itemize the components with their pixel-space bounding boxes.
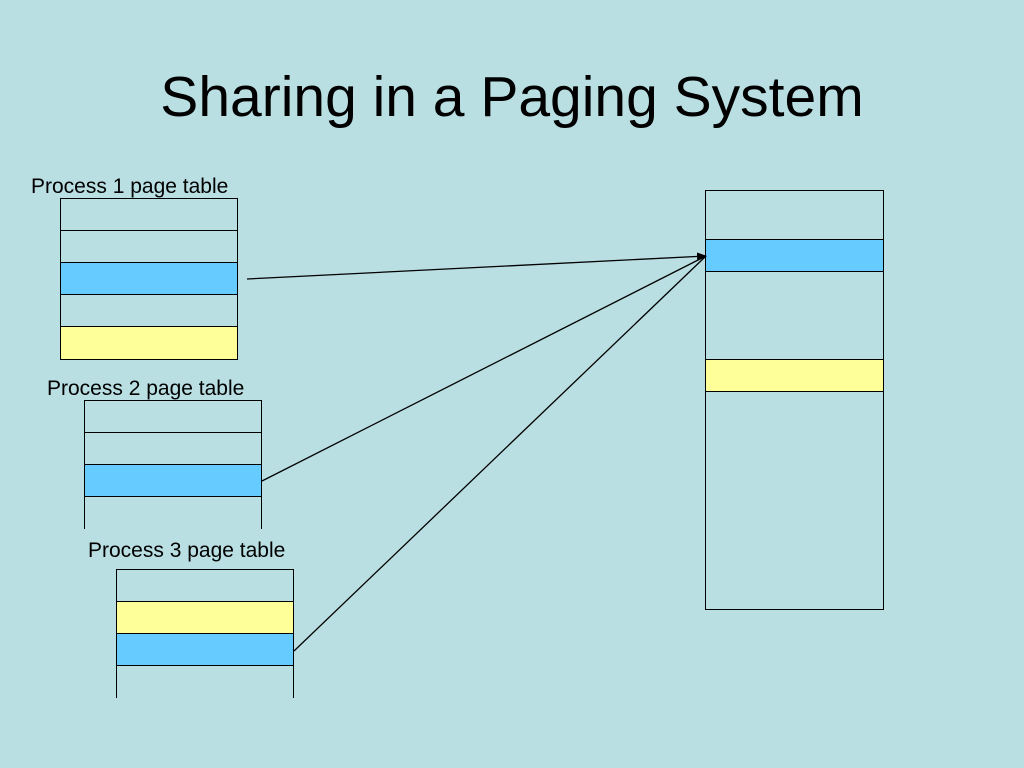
page-table-entry [85,497,261,529]
slide-title: Sharing in a Paging System [160,65,864,129]
shared-blue-frame [706,239,883,272]
process-3-blue-entry [117,634,293,666]
page-table-entry [61,295,237,327]
process-1-yellow-entry [61,327,237,359]
process-3-page-table-label: Process 3 page table [88,539,286,562]
process-2-page-table [84,400,262,529]
physical-memory [705,190,884,610]
process-2-arrow [261,255,707,482]
page-table-entry [85,401,261,433]
process-1-blue-entry [61,263,237,295]
process-1-page-table [60,198,238,360]
page-table-entry [61,231,237,263]
process-1-arrow [246,252,707,280]
process-2-page-table-label: Process 2 page table [47,377,245,400]
process-2-blue-entry [85,465,261,497]
page-table-entry [117,666,293,698]
process-1-page-table-label: Process 1 page table [31,175,229,198]
page-table-entry [117,570,293,602]
process-3-yellow-entry [117,602,293,634]
page-table-entry [61,199,237,231]
page-table-entry [85,433,261,465]
shared-yellow-frame [706,359,883,392]
process-3-page-table [116,569,294,698]
process-3-arrow [293,255,707,652]
